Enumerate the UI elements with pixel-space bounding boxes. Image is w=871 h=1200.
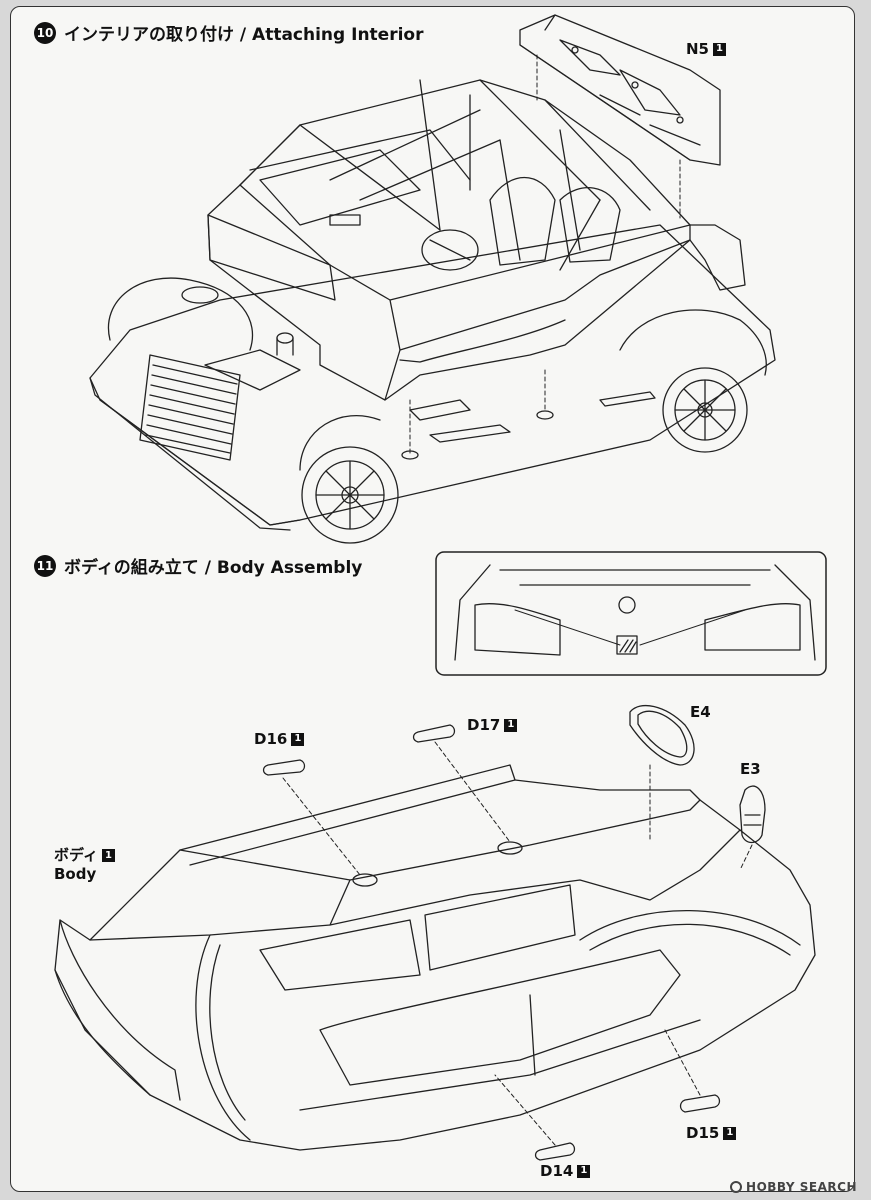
step-11-title: ボディの組み立て / Body Assembly [64, 558, 363, 578]
part-qty: 1 [504, 718, 518, 732]
part-name: D14 [540, 1162, 574, 1180]
inset-detail-box [435, 551, 827, 676]
hobby-search-watermark: HOBBY SEARCH [730, 1180, 857, 1194]
part-label-e3: E3 [740, 760, 761, 778]
part-name: D15 [686, 1124, 720, 1142]
inset-detail-drawing [454, 564, 816, 661]
part-label-d15: D15 1 [686, 1124, 737, 1142]
body-name-jp: ボディ [54, 846, 98, 864]
step-11-number: 11 [34, 554, 56, 577]
step-10-number: 10 [34, 21, 56, 44]
step-10-header: 10 インテリアの取り付け / Attaching Interior [34, 20, 423, 45]
step-11-header: 11 ボディの組み立て / Body Assembly [34, 553, 362, 578]
part-qty: 1 [723, 1126, 737, 1140]
part-qty: 1 [577, 1164, 591, 1178]
body-name-en: Body [54, 865, 97, 883]
part-qty: 1 [291, 732, 305, 746]
part-name: D17 [467, 716, 501, 734]
e4-window-drawing [629, 704, 695, 766]
n5-panel-drawing [519, 14, 721, 166]
interior-tub-drawing [207, 79, 746, 401]
body-qty: 1 [101, 849, 115, 862]
step-10-title: インテリアの取り付け / Attaching Interior [64, 25, 424, 45]
d15-handle-drawing [679, 1094, 721, 1113]
e3-mirror-drawing [739, 785, 766, 844]
instruction-sheet [10, 6, 855, 1192]
d17-handle-drawing [412, 724, 456, 743]
part-label-d17: D17 1 [467, 716, 518, 734]
part-label-e4: E4 [690, 703, 711, 721]
d16-handle-drawing [262, 759, 306, 776]
part-name: D16 [254, 730, 288, 748]
part-label-d14: D14 1 [540, 1162, 591, 1180]
d14-handle-drawing [534, 1142, 576, 1161]
watermark-text: HOBBY SEARCH [746, 1180, 857, 1194]
part-name: E3 [740, 760, 761, 778]
part-label-n5: N5 1 [686, 40, 726, 58]
part-label-d16: D16 1 [254, 730, 305, 748]
part-name: E4 [690, 703, 711, 721]
part-qty: 1 [713, 42, 726, 56]
part-label-body: ボディ 1 Body [54, 846, 115, 884]
body-shell-drawing [54, 764, 816, 1151]
part-name: N5 [686, 40, 709, 58]
watermark-logo-icon [730, 1181, 743, 1193]
chassis-drawing [89, 224, 776, 544]
